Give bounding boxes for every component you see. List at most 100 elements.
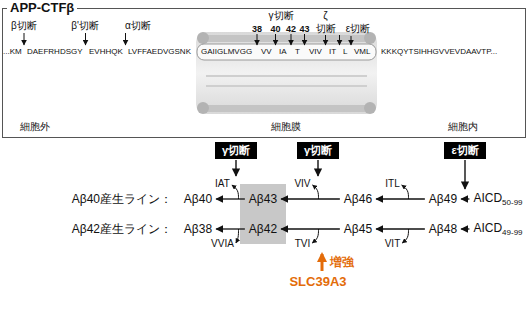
cleavage-arrow <box>325 35 326 45</box>
released-peptide: TVI <box>295 238 311 250</box>
enzyme-arrow <box>235 160 236 176</box>
cleavage-arrow <box>125 33 126 45</box>
cleavage-arrow <box>24 33 25 45</box>
gene-label: SLC39A3 <box>289 274 346 290</box>
lipid-tail <box>206 85 367 87</box>
cleavage-label: β'切断 <box>71 20 99 32</box>
sequence-segment: IA <box>279 46 287 58</box>
lipid-head <box>197 32 209 44</box>
released-peptide: ITL <box>385 178 399 190</box>
highlight-column <box>240 184 286 244</box>
peptide-node: Aβ45 <box>343 222 373 236</box>
membrane-band <box>196 32 377 114</box>
peptide-node: Aβ49 <box>428 192 458 206</box>
enzyme-arrow <box>464 160 465 189</box>
released-peptide: VVIA <box>211 238 234 250</box>
cleavage-label: β切断 <box>11 20 37 32</box>
cleavage-label: α切断 <box>125 20 151 32</box>
cleavage-arrow <box>339 35 340 45</box>
sequence-segment: KKKQYTSIHHGVVEVDAAVTP... <box>381 46 497 58</box>
cleavage-arrow <box>275 34 276 45</box>
lipid-leaflet <box>206 105 367 112</box>
region-label: 細胞膜 <box>271 121 301 133</box>
peptide-node: Aβ40 <box>183 192 213 206</box>
peptide-node: AICD49-99 <box>472 221 523 237</box>
peptide-node: Aβ38 <box>183 222 213 236</box>
enzyme-arrow <box>317 160 318 176</box>
reaction-arrow <box>461 228 469 229</box>
enzyme-arrows <box>236 160 465 189</box>
enzyme-box: ε切断 <box>444 142 485 159</box>
sequence-segment: ...KM <box>3 46 22 58</box>
enzyme-box: γ切断 <box>215 142 257 159</box>
pathway-label: Aβ40産生ライン： <box>72 191 172 207</box>
cleavage-arrow <box>291 34 292 45</box>
node-text: Aβ48 <box>429 222 457 236</box>
peptide-node: AICD50-99 <box>472 191 523 207</box>
reaction-arrow <box>216 228 245 229</box>
branch-curve <box>312 229 318 243</box>
enzyme-box: γ切断 <box>297 142 339 159</box>
node-text: AICD49-99 <box>473 221 522 237</box>
node-text: APP-CTFβ <box>7 0 77 16</box>
transmembrane-band <box>197 44 376 60</box>
cleavage-label: γ切断 <box>269 10 294 22</box>
pathway-label: Aβ42産生ライン： <box>72 221 172 237</box>
lipid-leaflet <box>206 35 367 42</box>
released-peptide: IAT <box>215 178 230 190</box>
region-label: 細胞内 <box>448 121 478 133</box>
reaction-arrow <box>281 198 340 199</box>
node-text: ε切断 <box>451 144 478 157</box>
peptide-node: Aβ46 <box>343 192 373 206</box>
sequence-segment: VIV <box>309 46 322 58</box>
sequence-segment: LVFFAEDVGSNK <box>128 46 191 58</box>
site-number: 43 <box>299 23 309 35</box>
site-number: 42 <box>286 23 296 35</box>
sequence-segment: DAEFRHDSGY <box>27 46 83 58</box>
effect-label: 増強 <box>330 255 354 270</box>
subscript: 50-99 <box>502 198 522 207</box>
node-text: Aβ40 <box>184 192 212 206</box>
reaction-arrow <box>461 198 469 199</box>
released-peptide: VIT <box>385 238 401 250</box>
sequence-segment: L <box>343 46 347 58</box>
node-text: Aβ49 <box>429 192 457 206</box>
sequence-segment: GAIIGLMVGG <box>201 46 252 58</box>
peptide-node: Aβ48 <box>428 222 458 236</box>
cleavage-arrow <box>351 36 352 45</box>
node-text: γ切断 <box>222 144 250 157</box>
cleavage-arrows <box>24 33 351 45</box>
text-part: AICD <box>473 221 502 235</box>
node-text: Aβ46 <box>344 192 372 206</box>
peptide-node: Aβ43 <box>248 192 278 206</box>
lipid-tail <box>206 75 367 77</box>
peptide-node: Aβ42 <box>248 222 278 236</box>
sequence-segment: IT <box>329 46 336 58</box>
sequence-segment: VML <box>354 46 370 58</box>
enhance-arrow <box>321 254 324 271</box>
cleavage-label: ε切断 <box>346 23 370 35</box>
branch-curve <box>232 185 239 199</box>
text-part: AICD <box>473 191 502 205</box>
cleavage-arrow <box>85 33 86 45</box>
branch-curve <box>402 229 408 243</box>
branch-curve <box>313 185 319 199</box>
cleavage-arrow <box>304 34 305 45</box>
node-text: Aβ38 <box>184 222 212 236</box>
node-text: AICD50-99 <box>473 191 522 207</box>
node-text: Aβ42 <box>249 222 277 236</box>
released-peptide: VIV <box>294 178 310 190</box>
lipid-head <box>364 102 376 114</box>
reaction-arrow <box>376 198 425 199</box>
reaction-arrow <box>216 198 245 199</box>
subscript: 49-99 <box>502 228 522 237</box>
reaction-arrow <box>376 228 425 229</box>
site-number: 38 <box>252 23 262 35</box>
node-text: γ切断 <box>304 144 332 157</box>
sequence-segment: VV <box>261 46 272 58</box>
sequence-segment: EVHHQK <box>89 46 123 58</box>
cleavage-label: 切断 <box>316 23 336 35</box>
node-text: Aβ45 <box>344 222 372 236</box>
site-number: 40 <box>270 23 280 35</box>
